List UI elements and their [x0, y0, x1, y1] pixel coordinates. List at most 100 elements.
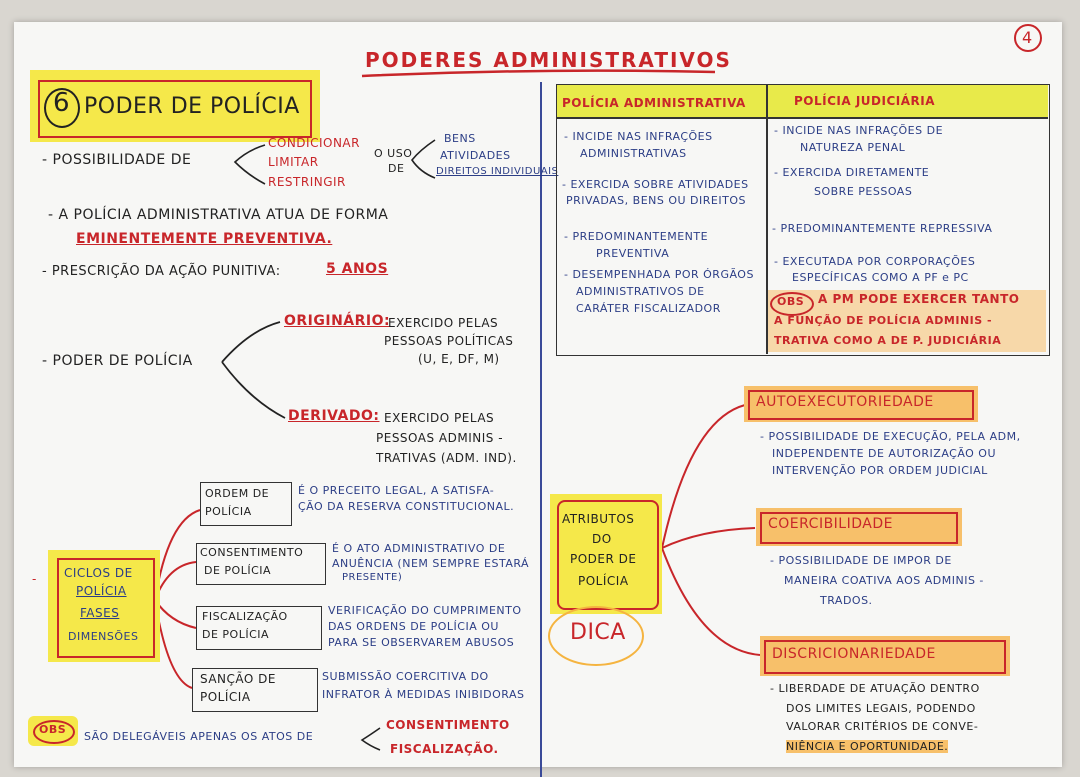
- table-left-4c: CARÁTER FISCALIZADOR: [576, 302, 721, 315]
- ciclo-ordem-desc-1: É O PRECEITO LEGAL, A SATISFA-: [298, 484, 495, 497]
- derivado-label: DERIVADO:: [288, 408, 380, 424]
- ciclo-fiscalizacao-name-2: DE POLÍCIA: [202, 628, 270, 641]
- table-right-3a: - PREDOMINANTEMENTE REPRESSIVA: [772, 222, 993, 235]
- ciclo-consentimento-name-1: CONSENTIMENTO: [200, 546, 304, 559]
- possibilidade-lead: - POSSIBILIDADE DE: [42, 152, 192, 168]
- ciclo-fiscalizacao-name-1: FISCALIZAÇÃO: [202, 610, 288, 623]
- verb-limitar: LIMITAR: [268, 155, 319, 169]
- table-header-jud: POLÍCIA JUDICIÁRIA: [794, 94, 936, 108]
- table-left-2b: PRIVADAS, BENS OU DIREITOS: [566, 194, 746, 207]
- attr3-line-2: DOS LIMITES LEGAIS, PODENDO: [786, 702, 976, 715]
- table-right-1a: - INCIDE NAS INFRAÇÕES DE: [774, 124, 944, 137]
- atributos-line-2: DO: [592, 532, 612, 546]
- attr3-highlight: [760, 636, 1010, 676]
- table-left-4a: - DESEMPENHADA POR ÓRGÃOS: [564, 268, 754, 281]
- ciclos-label-4: DIMENSÕES: [68, 630, 139, 643]
- object-direitos: DIREITOS INDIVIDUAIS: [436, 166, 559, 177]
- attr1-title: AUTOEXECUTORIEDADE: [756, 394, 934, 410]
- ciclos-highlight: [48, 550, 160, 662]
- table-left-3a: - PREDOMINANTEMENTE: [564, 230, 709, 243]
- ciclo-consentimento-desc-3: PRESENTE): [342, 572, 403, 583]
- ciclo-sancao-name-2: POLÍCIA: [200, 690, 251, 704]
- attr2-box: [760, 512, 958, 544]
- originario-line-2: PESSOAS POLÍTICAS: [384, 334, 514, 348]
- ciclo-ordem-desc-2: ÇÃO DA RESERVA CONSTITUCIONAL.: [298, 500, 515, 513]
- table-right-4b: ESPECÍFICAS COMO A PF e PC: [792, 271, 969, 284]
- ciclo-consentimento-desc-1: É O ATO ADMINISTRATIVO DE: [332, 542, 506, 555]
- attr2-title: COERCIBILIDADE: [768, 516, 893, 532]
- table-obs-highlight: [768, 290, 1046, 352]
- table-obs-line-2: A FUNÇÃO DE POLÍCIA ADMINIS -: [774, 314, 993, 327]
- uso-label-1: O USO: [374, 147, 413, 160]
- ciclo-box-sancao: [192, 668, 318, 712]
- ciclo-box-consentimento: [196, 543, 326, 585]
- attr1-highlight: [744, 386, 978, 422]
- uso-label-2: DE: [388, 162, 405, 175]
- table-header-line: [556, 117, 1048, 119]
- attr1-box: [748, 390, 974, 420]
- table-header-bg: [557, 85, 1048, 117]
- ciclo-fiscalizacao-desc-3: PARA SE OBSERVAREM ABUSOS: [328, 636, 515, 649]
- ciclos-label-1: CICLOS DE: [64, 566, 133, 580]
- verb-restringir: RESTRINGIR: [268, 175, 346, 189]
- object-bens: BENS: [444, 132, 476, 145]
- ciclo-fiscalizacao-desc-1: VERIFICAÇÃO DO CUMPRIMENTO: [328, 604, 522, 617]
- ciclo-consentimento-desc-2: ANUÊNCIA (NEM SEMPRE ESTARÁ: [332, 557, 530, 570]
- dica-label: DICA: [570, 620, 626, 645]
- section-title: PODER DE POLÍCIA: [84, 94, 300, 119]
- table-right-2a: - EXERCIDA DIRETAMENTE: [774, 166, 930, 179]
- ciclo-fiscalizacao-desc-2: DAS ORDENS DE POLÍCIA OU: [328, 620, 499, 633]
- attr1-line-3: INTERVENÇÃO POR ORDEM JUDICIAL: [772, 464, 988, 477]
- ciclos-label-2: POLÍCIA: [76, 584, 127, 598]
- obs-bottom-item-2: FISCALIZAÇÃO.: [390, 742, 499, 756]
- attr3-title: DISCRICIONARIEDADE: [772, 646, 936, 662]
- section-number-circle: [44, 88, 80, 128]
- atua-line-1: - A POLÍCIA ADMINISTRATIVA ATUA DE FORMA: [48, 207, 389, 223]
- table-obs-line-3: TRATIVA COMO A DE P. JUDICIÁRIA: [774, 334, 1002, 347]
- ciclos-label-3: FASES: [80, 606, 120, 620]
- ciclo-box-fiscalizacao: [196, 606, 322, 650]
- originario-line-1: EXERCIDO PELAS: [388, 316, 499, 330]
- atributos-line-4: POLÍCIA: [578, 574, 629, 588]
- obs-bottom-item-1: CONSENTIMENTO: [386, 718, 510, 732]
- ciclos-box: [57, 558, 155, 658]
- table-left-1a: - INCIDE NAS INFRAÇÕES: [564, 130, 713, 143]
- table-right-4a: - EXECUTADA POR CORPORAÇÕES: [774, 255, 976, 268]
- ciclo-consentimento-name-2: DE POLÍCIA: [204, 564, 272, 577]
- atua-line-2: EMINENTEMENTE PREVENTIVA.: [76, 231, 333, 247]
- table-obs-line-1: A PM PODE EXERCER TANTO: [818, 292, 1020, 306]
- obs-bottom-badge-circle: [33, 720, 75, 744]
- section-heading-box: [38, 80, 312, 138]
- dica-circle: [548, 606, 644, 666]
- attr1-line-2: INDEPENDENTE DE AUTORIZAÇÃO OU: [772, 447, 997, 460]
- derivado-line-1: EXERCIDO PELAS: [384, 411, 495, 425]
- table-frame: [556, 84, 1050, 356]
- attr2-line-3: TRADOS.: [820, 594, 873, 607]
- originario-line-3: (U, E, DF, M): [418, 352, 500, 366]
- derivado-line-3: TRATIVAS (ADM. IND).: [376, 451, 517, 465]
- prescricao-label: - PRESCRIÇÃO DA AÇÃO PUNITIVA:: [42, 264, 281, 279]
- atributos-line-1: ATRIBUTOS: [562, 512, 635, 526]
- originario-label: ORIGINÁRIO:: [284, 313, 391, 329]
- obs-bottom-text: SÃO DELEGÁVEIS APENAS OS ATOS DE: [84, 730, 314, 743]
- attr1-line-1: - POSSIBILIDADE DE EXECUÇÃO, PELA ADM,: [760, 430, 1021, 443]
- ciclo-box-ordem: [200, 482, 292, 526]
- ciclo-ordem-name-1: ORDEM DE: [205, 487, 270, 500]
- table-header-adm: POLÍCIA ADMINISTRATIVA: [562, 96, 746, 110]
- verb-condicionar: CONDICIONAR: [268, 136, 360, 150]
- ciclo-ordem-name-2: POLÍCIA: [205, 505, 252, 518]
- attr3-line-3: VALORAR CRITÉRIOS DE CONVE-: [786, 720, 979, 733]
- object-atividades: ATIVIDADES: [440, 149, 511, 162]
- table-left-3b: PREVENTIVA: [596, 247, 670, 260]
- attr2-line-1: - POSSIBILIDADE DE IMPOR DE: [770, 554, 952, 567]
- ciclo-sancao-name-1: SANÇÃO DE: [200, 672, 276, 686]
- table-col-divider: [766, 84, 768, 354]
- ciclo-sancao-desc-2: INFRATOR À MEDIDAS INIBIDORAS: [322, 688, 525, 701]
- table-obs-badge-circle: [770, 292, 814, 316]
- poder-policia-label: - PODER DE POLÍCIA: [42, 353, 193, 369]
- page-title: PODERES ADMINISTRATIVOS: [365, 48, 732, 72]
- table-obs-badge: OBS: [777, 295, 805, 308]
- table-right-2b: SOBRE PESSOAS: [814, 185, 913, 198]
- atributos-line-3: PODER DE: [570, 552, 637, 566]
- attr2-line-2: MANEIRA COATIVA AOS ADMINIS -: [784, 574, 984, 587]
